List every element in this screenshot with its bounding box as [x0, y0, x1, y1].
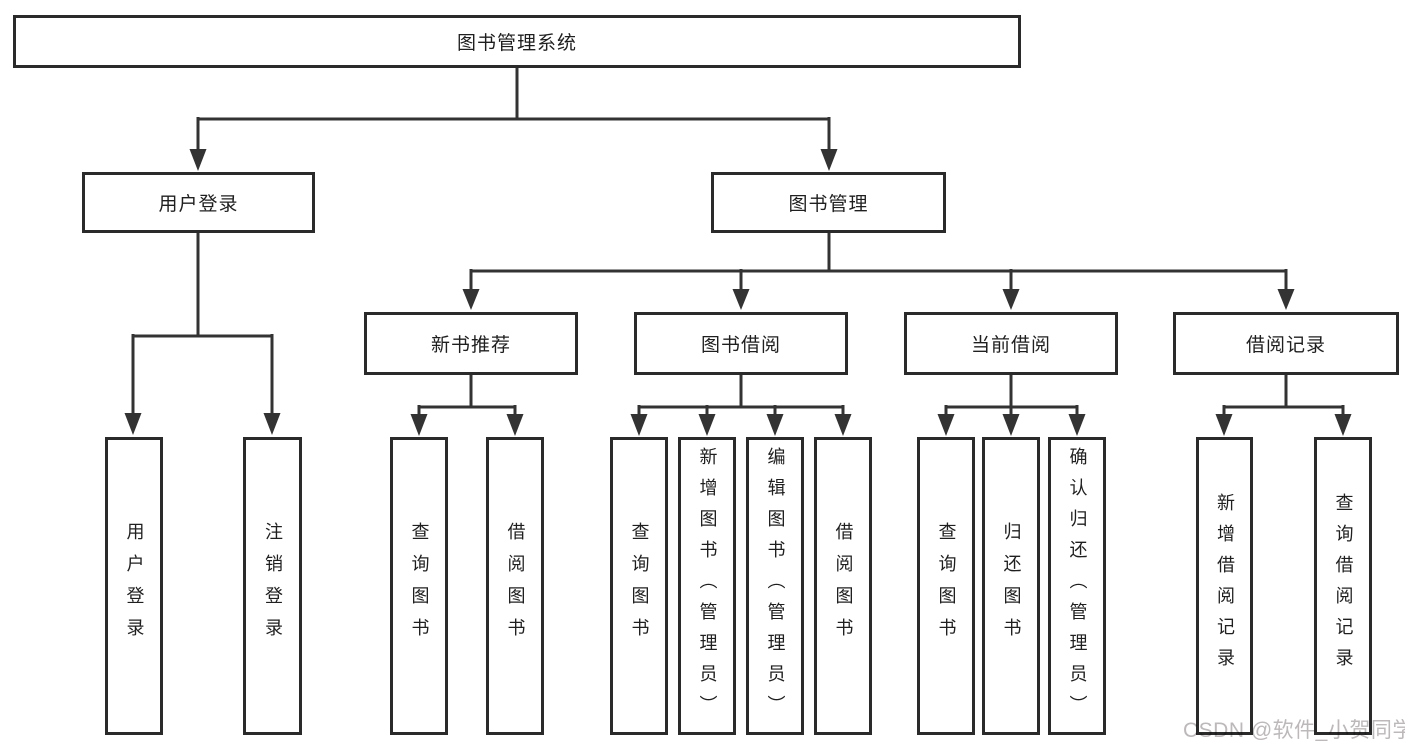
connector-current-borrow-children: [937, 373, 1086, 436]
node-label: 归还图书: [1001, 522, 1022, 650]
leaf-edit-book-admin: 编辑图书（管理员）: [746, 437, 804, 735]
leaf-confirm-return-admin: 确认归还（管理员）: [1048, 437, 1106, 735]
node-label: 借阅图书: [505, 522, 526, 650]
node-user-login: 用户登录: [82, 172, 315, 233]
node-label: 新增图书（管理员）: [697, 446, 718, 726]
leaf-borrow-book-2: 借阅图书: [814, 437, 872, 735]
leaf-query-book-2: 查询图书: [610, 437, 668, 735]
node-label: 确认归还（管理员）: [1067, 446, 1088, 726]
connector-record-children: [1215, 373, 1352, 436]
connector-book-mgmt-children: [462, 231, 1295, 310]
node-label: 编辑图书（管理员）: [765, 446, 786, 726]
node-label: 图书管理: [788, 194, 869, 215]
node-new-book-recommend: 新书推荐: [364, 312, 578, 375]
leaf-borrow-book-1: 借阅图书: [486, 437, 544, 735]
node-label: 图书借阅: [700, 335, 781, 356]
node-root-library-system: 图书管理系统: [13, 15, 1021, 68]
node-borrow-record: 借阅记录: [1173, 312, 1399, 375]
node-label: 用户登录: [158, 194, 239, 215]
node-label: 查询图书: [409, 522, 430, 650]
node-label: 借阅图书: [833, 522, 854, 650]
connector-user-login-children: [124, 231, 281, 435]
node-label: 新书推荐: [430, 335, 511, 356]
node-label: 图书管理系统: [456, 33, 577, 54]
connector-new-book-children: [410, 373, 524, 436]
node-label: 查询图书: [936, 522, 957, 650]
csdn-watermark: CSDN @软件_小贺同学: [1183, 719, 1405, 742]
node-label: 用户登录: [124, 522, 145, 650]
node-label: 借阅记录: [1245, 335, 1326, 356]
leaf-query-book-1: 查询图书: [390, 437, 448, 735]
connector-borrow-children: [630, 373, 852, 436]
leaf-add-borrow-record: 新增借阅记录: [1196, 437, 1253, 735]
leaf-query-borrow-record: 查询借阅记录: [1314, 437, 1372, 735]
node-label: 查询图书: [629, 522, 650, 650]
node-book-management: 图书管理: [711, 172, 946, 233]
leaf-return-book: 归还图书: [982, 437, 1040, 735]
node-book-borrow: 图书借阅: [634, 312, 848, 375]
leaf-logout: 注销登录: [243, 437, 302, 735]
node-label: 当前借阅: [970, 335, 1051, 356]
node-current-borrow: 当前借阅: [904, 312, 1118, 375]
leaf-query-book-3: 查询图书: [917, 437, 975, 735]
leaf-user-login: 用户登录: [105, 437, 163, 735]
node-label: 新增借阅记录: [1214, 493, 1235, 679]
node-label: 注销登录: [262, 522, 283, 650]
connector-root-to-level2: [189, 66, 838, 171]
leaf-add-book-admin: 新增图书（管理员）: [678, 437, 736, 735]
node-label: 查询借阅记录: [1333, 493, 1354, 679]
